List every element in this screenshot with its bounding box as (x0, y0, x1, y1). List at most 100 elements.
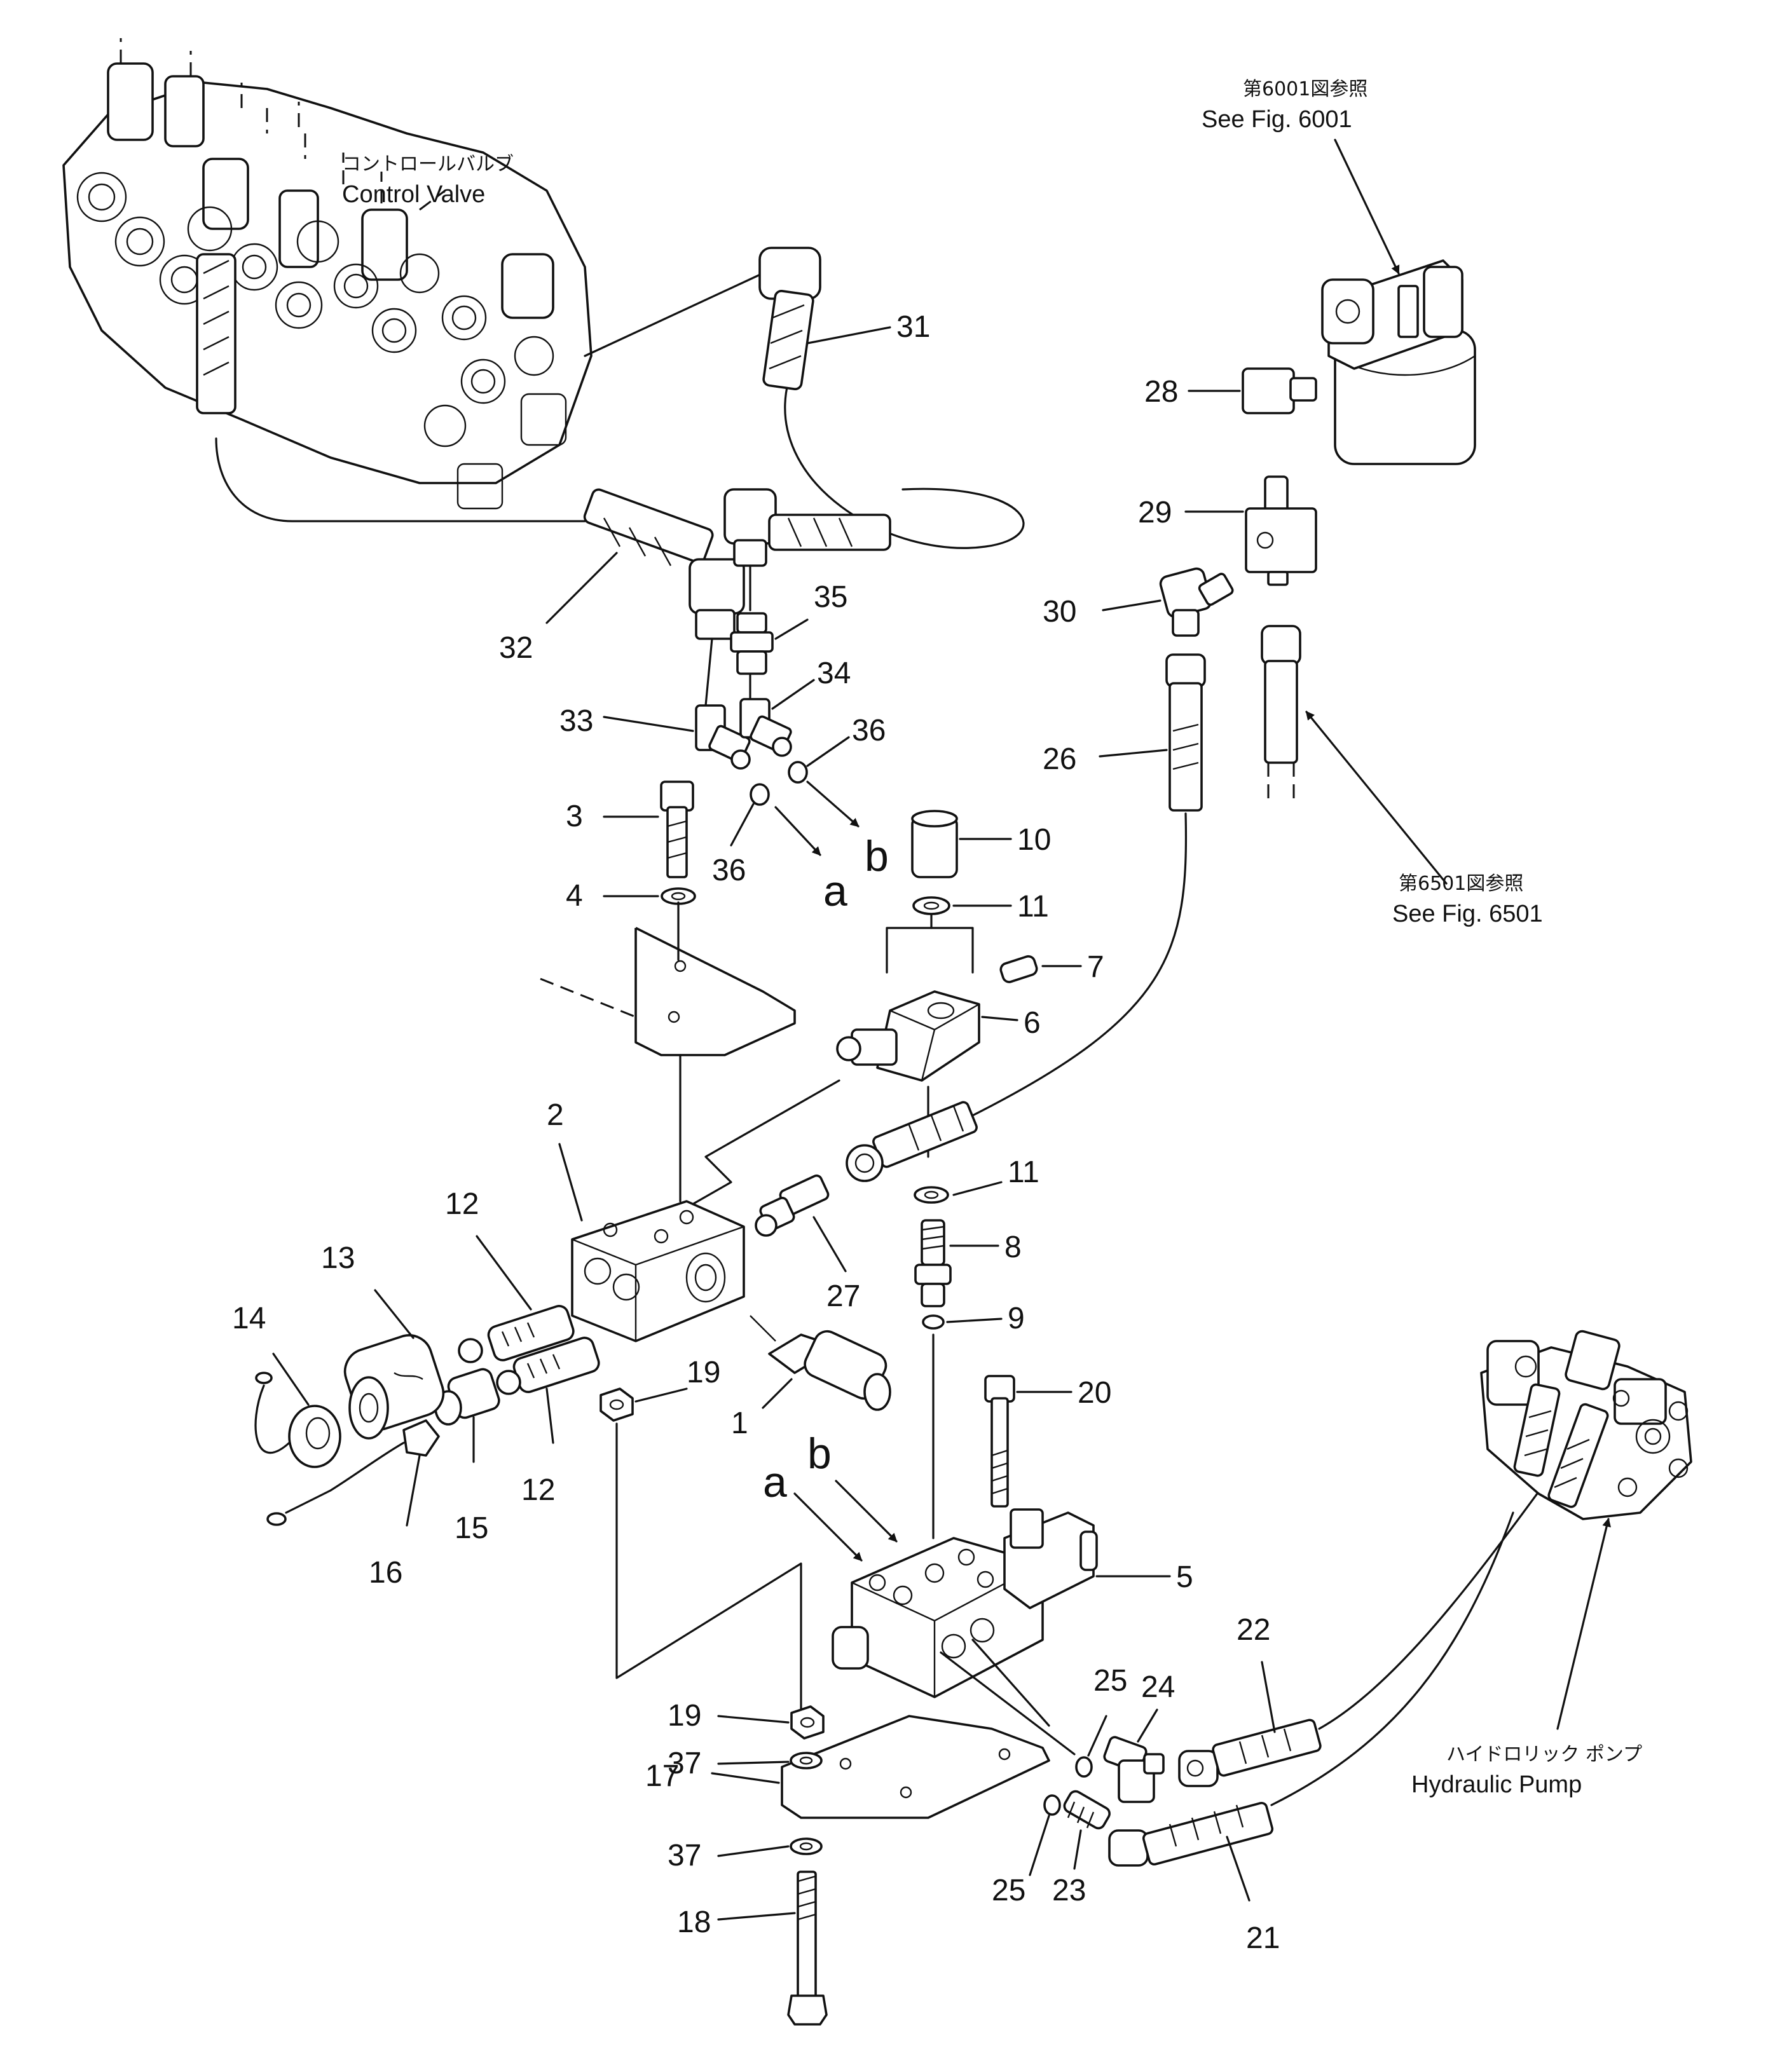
part-31-elbow (723, 488, 891, 567)
part-6-block (836, 990, 980, 1082)
callout-30: 30 (1043, 595, 1076, 629)
callout-11-top: 11 (1017, 890, 1049, 924)
callout-14: 14 (232, 1302, 266, 1335)
port-b-label-bottom: b (807, 1429, 832, 1478)
part-26-hose (1165, 653, 1206, 812)
port-a-label-top: a (823, 867, 847, 915)
callout-5: 5 (1176, 1560, 1193, 1594)
callout-8: 8 (1004, 1230, 1022, 1264)
callout-15: 15 (455, 1511, 488, 1545)
part-14-nut (254, 1372, 341, 1468)
callout-34: 34 (817, 657, 851, 690)
part-5-valve-block (832, 1508, 1098, 1698)
see-6501-label-jp: 第6501図参照 (1399, 873, 1523, 895)
callout-36-bottom: 36 (712, 854, 746, 887)
callout-26: 26 (1043, 742, 1076, 776)
callout-13: 13 (321, 1241, 355, 1275)
callout-25-bottom: 25 (992, 1874, 1025, 1907)
callout-25-top: 25 (1093, 1664, 1127, 1698)
control-valve-label-en: Control Valve (342, 181, 485, 208)
callout-35: 35 (814, 580, 847, 614)
part-23-nipple (1063, 1790, 1111, 1830)
callout-24: 24 (1141, 1670, 1175, 1704)
control-valve-assembly (62, 38, 593, 510)
part-31-hose (758, 247, 821, 390)
part-37-washer-upper (790, 1752, 823, 1769)
callout-7: 7 (1087, 950, 1104, 984)
part-13-solenoid-coil (343, 1334, 445, 1440)
part-21-hose (1108, 1801, 1274, 1867)
part-25-oring-upper (1075, 1756, 1093, 1778)
part-19-nut-upper (600, 1387, 634, 1422)
part-33-elbow (695, 704, 751, 770)
callout-31: 31 (896, 310, 930, 344)
part-16-connector (266, 1419, 440, 1526)
part-32-hose (583, 488, 745, 640)
callout-22: 22 (1237, 1613, 1270, 1647)
part-20-bolt (984, 1375, 1015, 1508)
callout-37-bottom: 37 (668, 1839, 701, 1872)
part-29-adapter (1245, 475, 1317, 586)
part-27-nipple (755, 1174, 830, 1237)
callout-6: 6 (1024, 1006, 1041, 1040)
hydraulic-pump (1480, 1330, 1692, 1520)
part-12-cartridge-a (458, 1305, 575, 1363)
callout-19-top: 19 (687, 1356, 720, 1389)
callout-10: 10 (1017, 823, 1051, 857)
hydraulic-pump-label-jp: ハイドロリック ポンプ (1446, 1743, 1642, 1766)
callout-9: 9 (1008, 1302, 1025, 1335)
part-30-elbow (1159, 567, 1234, 637)
part-34-elbow (739, 698, 792, 757)
part-11-washer-upper (912, 896, 950, 915)
callout-1: 1 (731, 1407, 748, 1440)
callout-27: 27 (826, 1279, 860, 1313)
part-15-sleeve (434, 1368, 500, 1426)
part-10-cap (911, 810, 958, 878)
callout-12-top: 12 (445, 1187, 479, 1221)
callout-12-bottom: 12 (521, 1473, 555, 1507)
callout-4: 4 (566, 879, 583, 913)
see-6501-label-en: See Fig. 6501 (1392, 901, 1543, 927)
part-24-elbow (1103, 1736, 1165, 1803)
part-1-cartridge (750, 1315, 891, 1411)
see-6001-label-en: See Fig. 6001 (1202, 106, 1352, 133)
port-a-label-bottom: a (763, 1458, 787, 1506)
line-valve-to-32 (215, 437, 586, 522)
part-19-nut-lower (790, 1705, 825, 1740)
part-37-washer-lower (790, 1837, 823, 1855)
part-28-plug (1242, 367, 1317, 414)
part-36-oring-b (788, 761, 808, 784)
hydraulic-pump-label-en: Hydraulic Pump (1411, 1771, 1582, 1798)
part-18-bolt (787, 1871, 828, 2026)
part-2-manifold-block (571, 1200, 745, 1342)
part-8-fitting (914, 1219, 952, 1307)
callout-33: 33 (559, 704, 593, 738)
part-3-bolt (660, 780, 694, 878)
callout-23: 23 (1052, 1874, 1086, 1907)
part-25-oring-lower (1043, 1794, 1061, 1816)
see-6001-label-jp: 第6001図参照 (1243, 78, 1367, 100)
part-7-fitting (999, 955, 1038, 983)
part-22-hose (1178, 1719, 1322, 1787)
part-9-oring (922, 1314, 945, 1330)
callout-36-top: 36 (852, 714, 886, 747)
filter-assembly (1321, 259, 1476, 465)
callout-29: 29 (1138, 496, 1172, 529)
callout-17: 17 (645, 1759, 679, 1793)
callout-21: 21 (1246, 1921, 1280, 1955)
part-36-oring-a (750, 783, 770, 806)
callout-32: 32 (499, 631, 533, 665)
callout-16: 16 (369, 1556, 402, 1590)
part-17-bracket (781, 1715, 1050, 1819)
callout-11-bottom: 11 (1008, 1155, 1039, 1189)
part-26-lower-end (846, 1101, 978, 1182)
bracket-plate-upper (540, 927, 796, 1056)
callout-2: 2 (547, 1098, 564, 1132)
part-35-nipple (730, 612, 774, 675)
callout-37-top: 37 (668, 1747, 701, 1780)
control-valve-label-jp: コントロールバルブ (342, 153, 514, 175)
line-valve-to-31 (584, 272, 764, 357)
callout-3: 3 (566, 800, 583, 833)
callout-19-bottom: 19 (668, 1699, 701, 1733)
callout-18: 18 (677, 1905, 711, 1939)
